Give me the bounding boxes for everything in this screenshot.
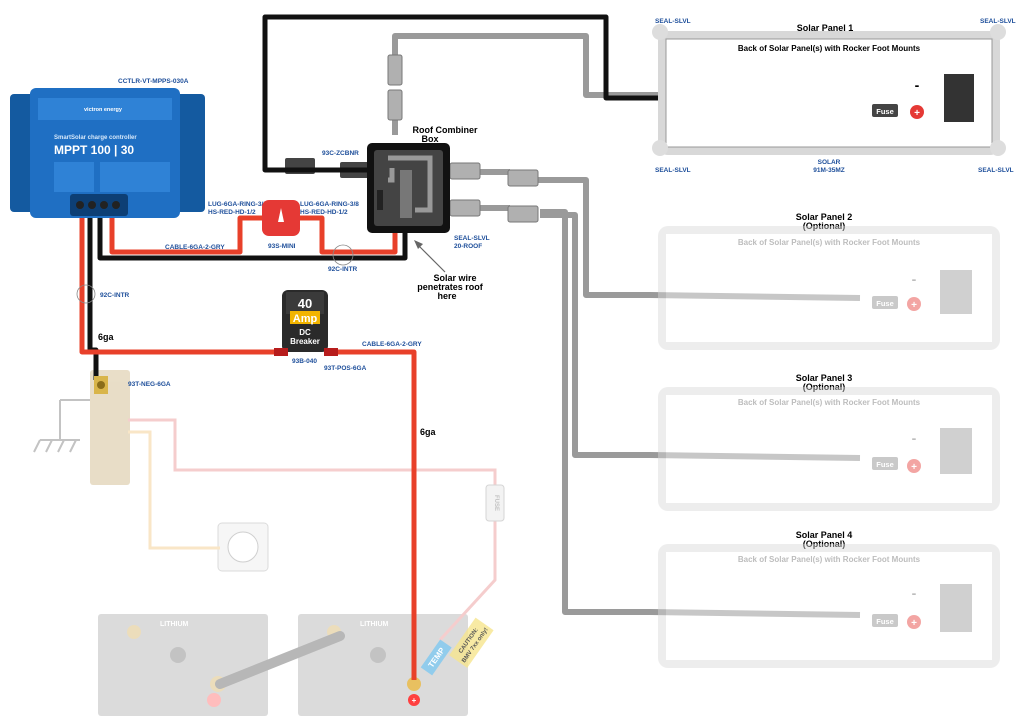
- panel4-title: Solar Panel 4: [796, 530, 853, 540]
- pv-wire-panel4: [540, 209, 861, 618]
- breaker-to-battery: [335, 349, 417, 680]
- fuse-holder-label: FUSE: [493, 495, 499, 511]
- shunt-device: [217, 522, 269, 572]
- panel3-plus: +: [911, 462, 917, 473]
- panel1-header: Back of Solar Panel(s) with Rocker Foot …: [738, 44, 921, 53]
- controller-pv-positive-a: [109, 200, 262, 255]
- panel1-seal-tr: SEAL-SLVL: [980, 18, 1016, 25]
- mini-fuse-assembly: LUG-6GA-RING-3/8 HS-RED-HD-1/2 LUG-6GA-R…: [208, 200, 359, 250]
- panel4-header: Back of Solar Panel(s) with Rocker Foot …: [738, 555, 921, 564]
- panel1-fuse: Fuse: [876, 107, 894, 116]
- battery-area: LITHIUM LITHIUM FUSE: [33, 370, 505, 716]
- battery-left-brand: LITHIUM: [160, 621, 189, 628]
- panel1-title: Solar Panel 1: [797, 23, 854, 33]
- panel3-fuse: Fuse: [876, 460, 894, 469]
- dc-breaker: 40 Amp DC Breaker 93B-040 93T-POS-6GA: [274, 290, 367, 372]
- combiner-title-line2: Box: [421, 134, 438, 144]
- mini-fuse-part: 93S-MINI: [268, 243, 296, 250]
- bus-bar: [90, 370, 130, 485]
- ground-icon: [33, 399, 90, 453]
- panel1-minus: -: [915, 77, 920, 93]
- panel4-minus: -: [912, 585, 917, 601]
- panel2-title: Solar Panel 2: [796, 212, 853, 222]
- breaker-line1: DC: [299, 328, 311, 337]
- panel3-title: Solar Panel 3: [796, 373, 853, 383]
- controller-subtitle: SmartSolar charge controller: [54, 135, 137, 141]
- controller-pv-negative: [97, 200, 408, 261]
- panel3-header: Back of Solar Panel(s) with Rocker Foot …: [738, 398, 921, 407]
- cable-label-lower: CABLE-6GA-2-GRY: [362, 341, 422, 348]
- controller-model: MPPT 100 | 30: [54, 143, 134, 157]
- panel1-part-line2: 91M-35MZ: [813, 167, 844, 174]
- callout-line2: penetrates roof: [417, 282, 484, 292]
- cable-label-upper: CABLE-6GA-2-GRY: [165, 244, 225, 251]
- gauge-label-left: 6ga: [98, 332, 115, 342]
- panel2-optional: (Optional): [803, 221, 846, 231]
- panel4-plus: +: [911, 618, 917, 629]
- lug-right-line2: HS-RED-HD-1/2: [300, 209, 348, 216]
- gauge-label-right: 6ga: [420, 427, 437, 437]
- callout-line3: here: [437, 291, 456, 301]
- roof-penetration-callout: Solar wire penetrates roof here: [414, 240, 484, 301]
- breaker-line2: Breaker: [290, 337, 320, 346]
- controller-part-number: CCTLR-VT-MPPS-030A: [118, 78, 189, 85]
- combiner-seal-part: SEAL-SLVL: [454, 235, 490, 242]
- solar-panel-2: Solar Panel 2 (Optional) Back of Solar P…: [658, 212, 1000, 350]
- panel4-fuse: Fuse: [876, 617, 894, 626]
- cable-labels: CABLE-6GA-2-GRY 92C-INTR 92C-INTR 6ga CA…: [76, 244, 437, 437]
- pv-wire-panel2: [535, 177, 861, 301]
- combiner-connector-part: 93C-ZCBNR: [322, 150, 359, 157]
- battery-tags: TEMP CAUTION: BMV 7xx only! +: [407, 617, 494, 706]
- breaker-terminal-part: 93T-POS-6GA: [324, 365, 367, 372]
- panel2-fuse: Fuse: [876, 299, 894, 308]
- solar-panel-3: Solar Panel 3 (Optional) Back of Solar P…: [658, 373, 1000, 511]
- breaker-part: 93B-040: [292, 358, 317, 365]
- panel1-seal-bl: SEAL-SLVL: [655, 167, 691, 174]
- controller-brand: victron energy: [84, 107, 123, 113]
- roof-combiner-box: Roof Combiner Box 93C-ZCBNR SEAL-SLVL 20…: [322, 125, 490, 250]
- callout-line1: Solar wire: [433, 273, 476, 283]
- combiner-title-line1: Roof Combiner: [413, 125, 478, 135]
- mc4-connectors: [285, 54, 539, 223]
- intr-label-left: 92C-INTR: [100, 292, 130, 299]
- panel3-minus: -: [912, 430, 917, 446]
- solar-panel-1: Solar Panel 1 Back of Solar Panel(s) wit…: [652, 18, 1016, 174]
- battery-plus-label: +: [412, 696, 417, 705]
- panel2-plus: +: [911, 300, 917, 311]
- controller-pv-positive-b: [300, 215, 398, 255]
- panel2-header: Back of Solar Panel(s) with Rocker Foot …: [738, 238, 921, 247]
- battery-left: [98, 614, 268, 716]
- negative-terminal-part: 93T-NEG-6GA: [128, 381, 171, 388]
- panel1-seal-br: SEAL-SLVL: [978, 167, 1014, 174]
- solar-charge-controller: CCTLR-VT-MPPS-030A victron energy SmartS…: [10, 78, 205, 218]
- controller-battery-positive: [79, 200, 274, 355]
- breaker-amps: 40: [298, 296, 312, 311]
- panel4-optional: (Optional): [803, 539, 846, 549]
- panel3-optional: (Optional): [803, 382, 846, 392]
- panel2-minus: -: [912, 271, 917, 287]
- intr-label-upper: 92C-INTR: [328, 266, 358, 273]
- lug-left-line2: HS-RED-HD-1/2: [208, 209, 256, 216]
- solar-panel-4: Solar Panel 4 (Optional) Back of Solar P…: [658, 530, 1000, 668]
- panel1-part-line1: SOLAR: [818, 159, 841, 166]
- panel1-seal-tl: SEAL-SLVL: [655, 18, 691, 25]
- breaker-unit: Amp: [293, 313, 318, 325]
- battery-positive-terminal: [407, 677, 421, 691]
- panel1-plus: +: [914, 108, 920, 119]
- battery-right-brand: LITHIUM: [360, 621, 389, 628]
- combiner-roof-part: 20-ROOF: [454, 243, 482, 250]
- lug-left-line1: LUG-6GA-RING-3/8: [208, 201, 267, 208]
- negative-terminal-block: [94, 376, 108, 394]
- lug-right-line1: LUG-6GA-RING-3/8: [300, 201, 359, 208]
- battery-right: [298, 614, 468, 716]
